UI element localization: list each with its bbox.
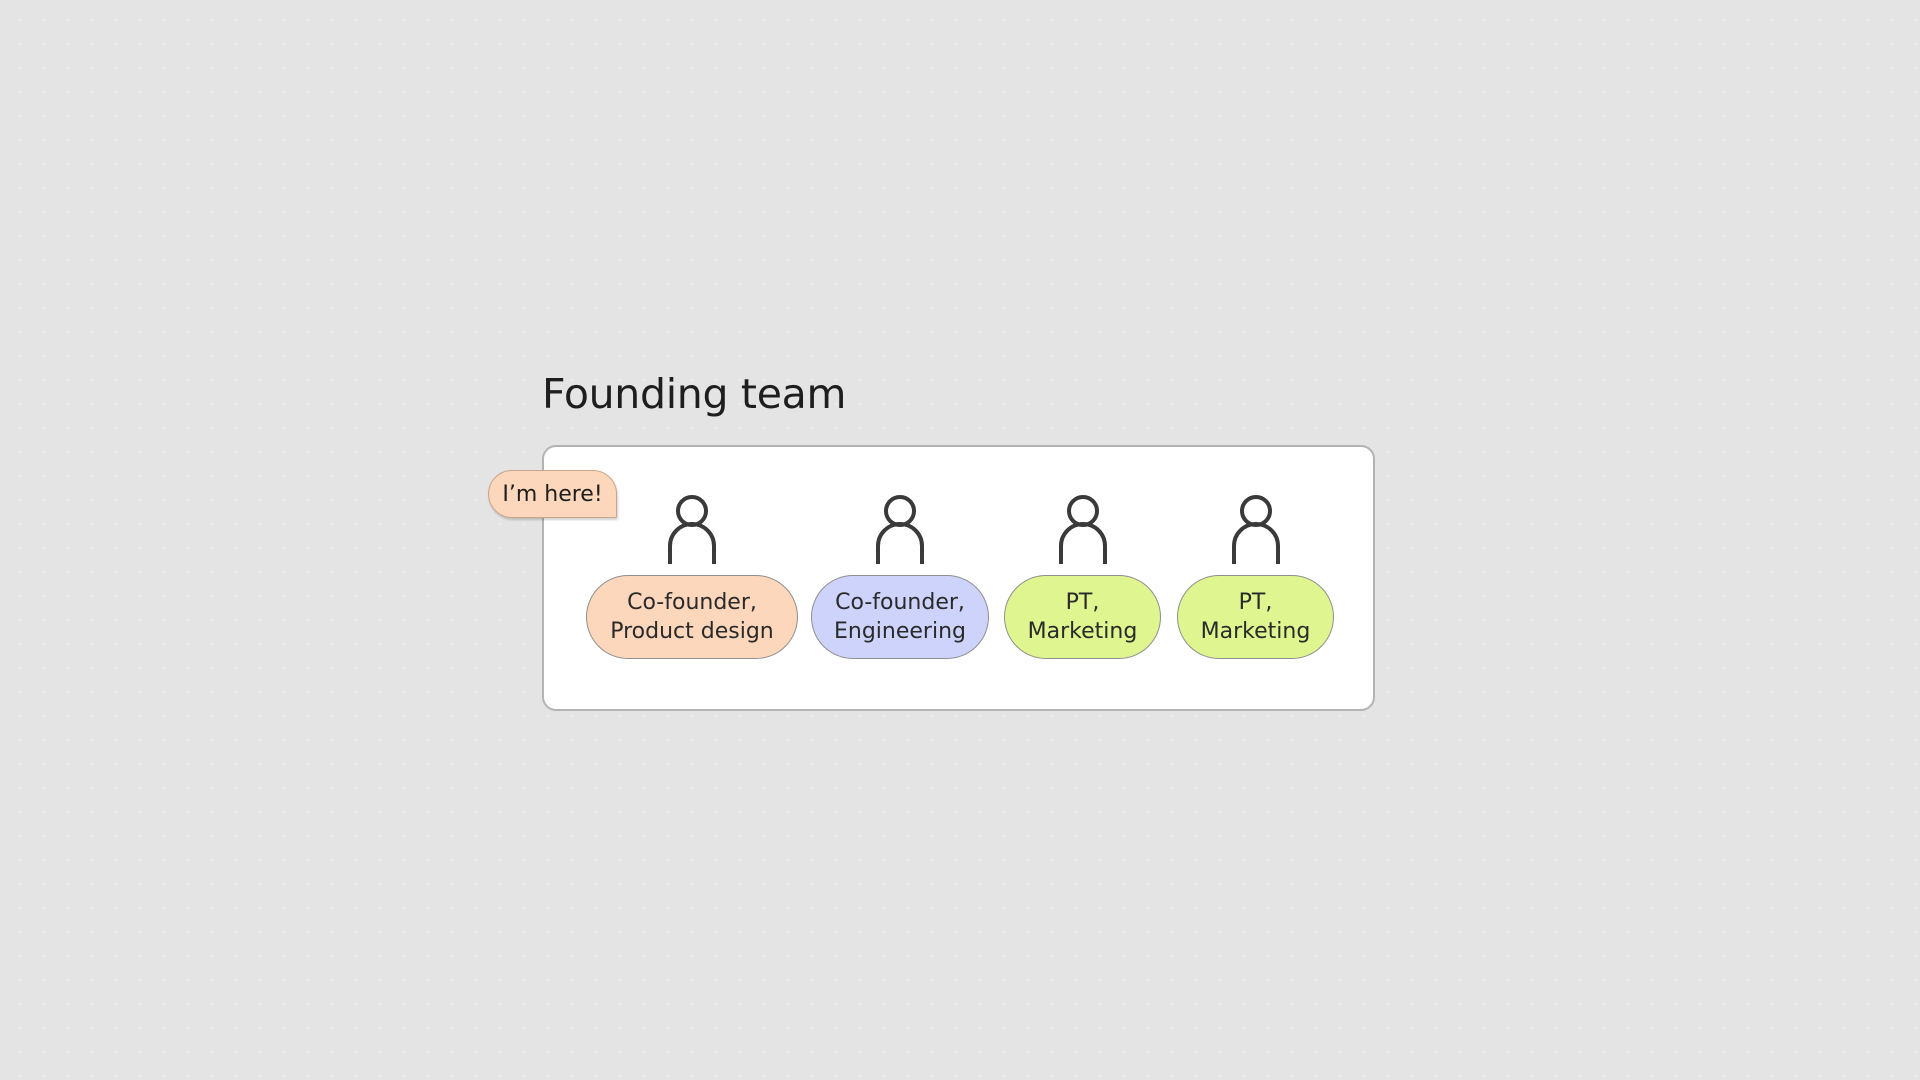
member-role-line2: Engineering — [834, 619, 966, 644]
member-role-pill[interactable]: Co-founder, Engineering — [811, 575, 989, 659]
member-role-line1: PT, — [1065, 590, 1100, 615]
member-role-line2: Product design — [610, 619, 774, 644]
member-role-line2: Marketing — [1200, 619, 1311, 644]
member-role-line1: Co-founder, — [835, 590, 965, 615]
person-icon — [876, 495, 924, 564]
sticky-note[interactable]: I’m here! — [488, 470, 617, 518]
member-role-pill[interactable]: PT, Marketing — [1177, 575, 1334, 659]
member-role-line1: Co-founder, — [627, 590, 757, 615]
team-member-4[interactable]: PT, Marketing — [1177, 494, 1334, 659]
member-role-line1: PT, — [1238, 590, 1273, 615]
team-member-3[interactable]: PT, Marketing — [1004, 494, 1161, 659]
person-icon — [1231, 495, 1280, 564]
person-icon — [1058, 495, 1107, 564]
person-icon — [668, 495, 716, 564]
frame-title[interactable]: Founding team — [542, 370, 847, 418]
member-role-pill[interactable]: PT, Marketing — [1004, 575, 1161, 659]
team-member-2[interactable]: Co-founder, Engineering — [811, 494, 989, 659]
member-role-pill[interactable]: Co-founder, Product design — [586, 575, 798, 659]
member-role-line2: Marketing — [1027, 619, 1138, 644]
team-member-1[interactable]: Co-founder, Product design — [586, 494, 798, 659]
